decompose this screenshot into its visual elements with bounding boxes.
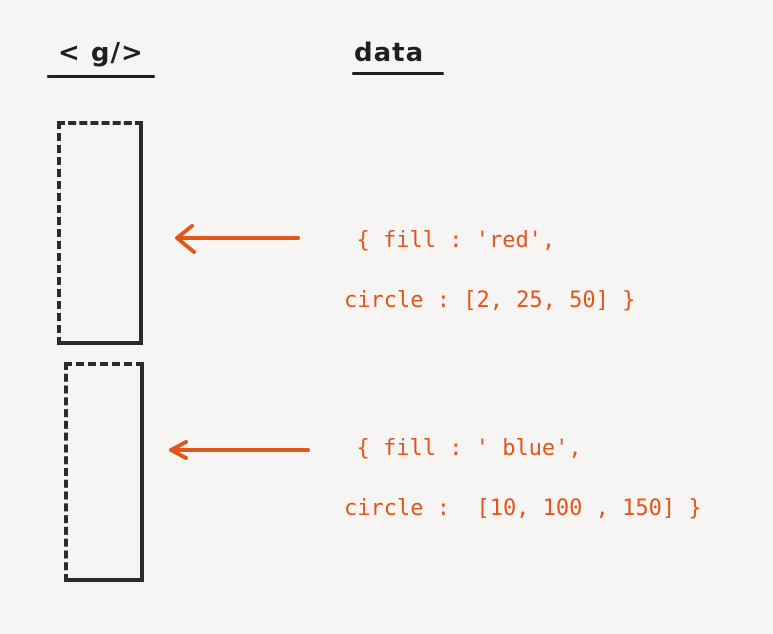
data-object-2: { fill : ' blue', circle : [10, 100 , 15… — [330, 404, 702, 554]
data-object-2-fill: { fill : ' blue', — [356, 436, 582, 461]
arrow-left-icon — [169, 440, 310, 460]
g-element-box-2 — [64, 362, 144, 582]
g-element-box-1 — [57, 121, 143, 345]
data-object-1-fill: { fill : 'red', — [356, 228, 556, 253]
g-element-header: < g/> — [58, 38, 144, 68]
data-object-1-circle: circle : [2, 25, 50] } — [344, 288, 636, 313]
data-object-1: { fill : 'red', circle : [2, 25, 50] } — [330, 196, 635, 346]
g-element-header-underline — [47, 75, 155, 78]
arrow-left-icon — [175, 224, 300, 254]
data-object-2-circle: circle : [10, 100 , 150] } — [344, 496, 702, 521]
data-header-underline — [352, 72, 444, 75]
data-header: data — [354, 38, 425, 68]
